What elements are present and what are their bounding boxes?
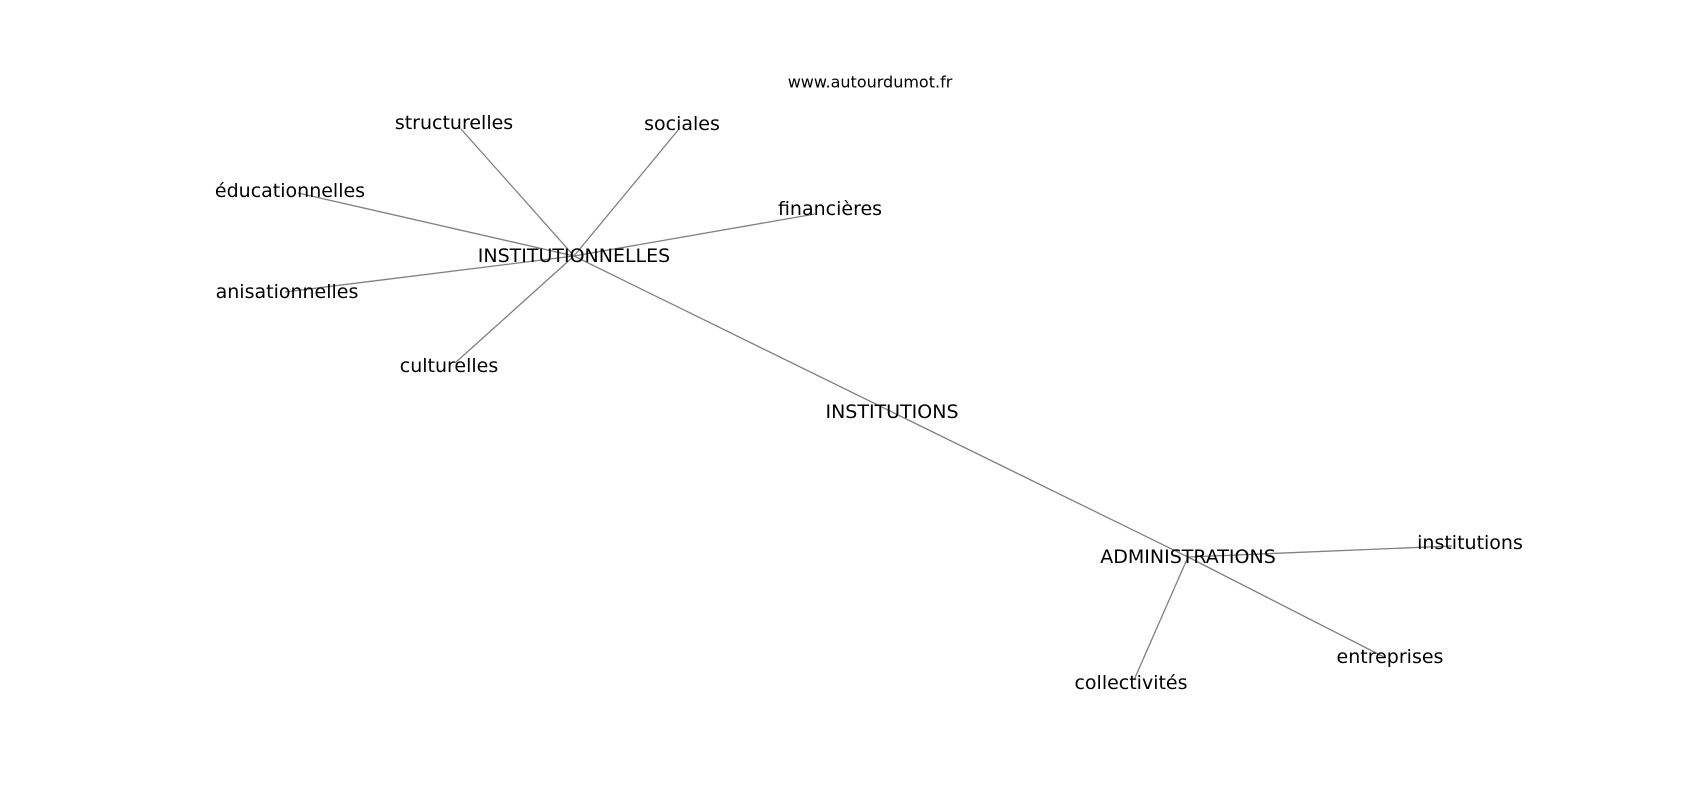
edge-institutionnelles-educationnelles bbox=[297, 192, 575, 257]
node-institutions-hub[interactable]: INSTITUTIONS bbox=[825, 401, 958, 423]
node-culturelles[interactable]: culturelles bbox=[400, 355, 499, 377]
node-labels: www.autourdumot.fr INSTITUTIONNELLES INS… bbox=[215, 73, 1523, 695]
edge-administrations-institutions bbox=[1187, 545, 1453, 558]
edges bbox=[284, 128, 1453, 681]
node-entreprises[interactable]: entreprises bbox=[1337, 646, 1444, 668]
node-institutions[interactable]: institutions bbox=[1417, 532, 1523, 554]
edge-institutionnelles-culturelles bbox=[454, 255, 575, 364]
node-institutionnelles[interactable]: INSTITUTIONNELLES bbox=[478, 245, 670, 267]
node-administrations[interactable]: ADMINISTRATIONS bbox=[1100, 546, 1276, 568]
edge-institutionnelles-structurelles bbox=[460, 128, 575, 257]
edge-institutions_hub-administrations bbox=[891, 411, 1189, 558]
node-structurelles[interactable]: structurelles bbox=[395, 112, 513, 134]
source-label: www.autourdumot.fr bbox=[788, 73, 953, 92]
edge-administrations-collectivites bbox=[1133, 556, 1189, 681]
node-collectivites[interactable]: collectivités bbox=[1074, 672, 1187, 694]
node-sociales[interactable]: sociales bbox=[644, 113, 720, 135]
node-financieres[interactable]: financières bbox=[778, 198, 882, 220]
node-educationnelles[interactable]: éducationnelles bbox=[215, 180, 365, 202]
edge-institutionnelles-institutions_hub bbox=[573, 255, 893, 413]
edge-institutionnelles-sociales bbox=[573, 128, 680, 257]
edge-institutionnelles-anisationnelles bbox=[284, 255, 575, 293]
edge-administrations-entreprises bbox=[1187, 556, 1385, 658]
node-anisationnelles[interactable]: anisationnelles bbox=[216, 281, 359, 303]
edge-institutionnelles-financieres bbox=[573, 213, 816, 257]
